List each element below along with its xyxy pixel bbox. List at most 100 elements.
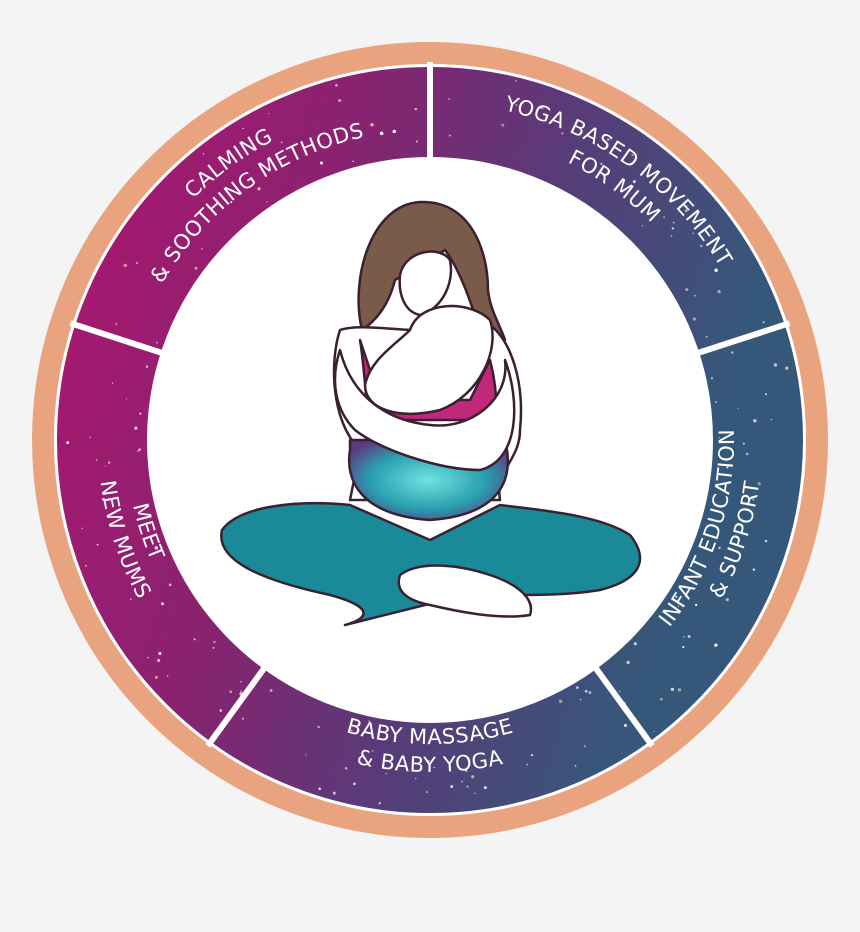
star bbox=[240, 690, 242, 692]
star bbox=[135, 261, 139, 265]
star bbox=[305, 754, 307, 756]
segment-divider bbox=[590, 663, 655, 748]
star bbox=[379, 131, 384, 136]
star bbox=[239, 680, 242, 683]
star bbox=[631, 153, 634, 157]
star bbox=[752, 498, 755, 501]
star bbox=[242, 127, 244, 130]
star bbox=[574, 764, 577, 767]
star bbox=[692, 232, 694, 235]
star bbox=[465, 769, 468, 772]
star bbox=[378, 802, 381, 805]
star bbox=[81, 527, 83, 530]
star bbox=[123, 263, 128, 268]
star bbox=[433, 766, 435, 769]
star bbox=[700, 244, 703, 248]
arms bbox=[333, 348, 516, 472]
star bbox=[731, 351, 734, 354]
star bbox=[158, 651, 162, 655]
star bbox=[229, 690, 233, 694]
star bbox=[344, 767, 348, 770]
star bbox=[685, 288, 689, 292]
star bbox=[115, 323, 118, 325]
star bbox=[332, 791, 336, 795]
star bbox=[415, 140, 418, 143]
star bbox=[448, 98, 450, 100]
star bbox=[108, 461, 111, 464]
star bbox=[683, 585, 686, 587]
star bbox=[558, 699, 563, 703]
star bbox=[385, 772, 387, 775]
star bbox=[241, 717, 244, 720]
star bbox=[267, 112, 270, 115]
star bbox=[692, 317, 697, 321]
star bbox=[111, 382, 114, 385]
star bbox=[694, 603, 698, 606]
face bbox=[398, 250, 453, 317]
star bbox=[461, 780, 463, 783]
star bbox=[160, 602, 165, 606]
segment-divider bbox=[693, 320, 791, 357]
star bbox=[138, 448, 142, 451]
star bbox=[335, 83, 338, 87]
star bbox=[770, 418, 773, 421]
star bbox=[350, 729, 353, 732]
star bbox=[683, 635, 685, 638]
star bbox=[764, 539, 768, 543]
star bbox=[193, 638, 196, 641]
star bbox=[139, 412, 142, 415]
star bbox=[710, 377, 714, 380]
star bbox=[531, 754, 534, 757]
star bbox=[671, 227, 675, 230]
star bbox=[653, 730, 655, 733]
segment-divider bbox=[205, 663, 270, 748]
star bbox=[317, 725, 320, 729]
star bbox=[145, 365, 149, 368]
star bbox=[96, 543, 99, 546]
star bbox=[371, 750, 374, 752]
star bbox=[526, 763, 528, 766]
star bbox=[450, 785, 454, 788]
star bbox=[632, 180, 636, 184]
star bbox=[694, 294, 696, 297]
star bbox=[501, 123, 505, 127]
star bbox=[471, 775, 475, 779]
star bbox=[168, 583, 172, 587]
star bbox=[427, 759, 430, 763]
star bbox=[619, 690, 621, 693]
star bbox=[675, 595, 678, 598]
star-field bbox=[66, 80, 789, 805]
star bbox=[663, 216, 665, 218]
star bbox=[718, 546, 721, 550]
star bbox=[415, 777, 417, 780]
star bbox=[200, 247, 203, 250]
star bbox=[677, 605, 679, 608]
mother-holding-baby-icon bbox=[220, 200, 642, 627]
star bbox=[66, 441, 70, 445]
star bbox=[257, 187, 261, 191]
star bbox=[89, 436, 91, 439]
star bbox=[752, 568, 755, 571]
star bbox=[715, 401, 717, 403]
star bbox=[95, 459, 98, 461]
star bbox=[269, 689, 273, 692]
star bbox=[194, 266, 198, 270]
star bbox=[684, 594, 687, 597]
star bbox=[745, 452, 749, 456]
star bbox=[349, 726, 352, 729]
star bbox=[718, 436, 720, 439]
star bbox=[717, 290, 721, 294]
star bbox=[726, 466, 729, 469]
star bbox=[134, 426, 138, 430]
star bbox=[353, 782, 356, 786]
star bbox=[414, 107, 418, 111]
star bbox=[682, 645, 685, 649]
star bbox=[167, 247, 170, 250]
star bbox=[515, 80, 517, 82]
star bbox=[368, 720, 371, 723]
star bbox=[624, 724, 627, 727]
star bbox=[765, 393, 767, 396]
segment-divider bbox=[69, 320, 167, 357]
star bbox=[677, 688, 682, 692]
star bbox=[694, 221, 697, 224]
